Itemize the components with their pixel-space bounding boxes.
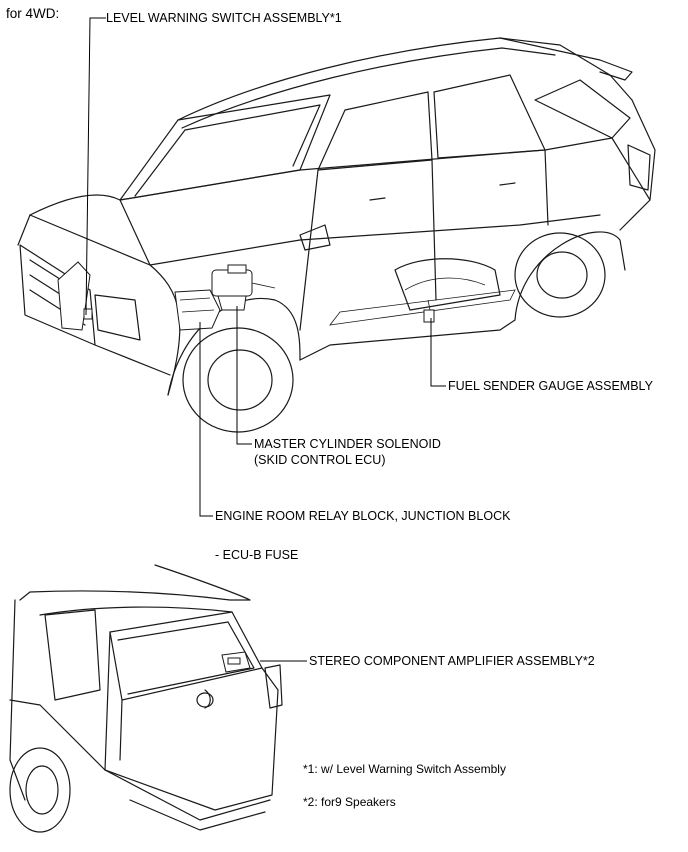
label-master-cylinder-solenoid: MASTER CYLINDER SOLENOID bbox=[254, 437, 441, 451]
footnote-1: *1: w/ Level Warning Switch Assembly bbox=[303, 762, 506, 776]
label-skid-control-ecu: (SKID CONTROL ECU) bbox=[254, 453, 386, 467]
label-stereo-amplifier: STEREO COMPONENT AMPLIFIER ASSEMBLY*2 bbox=[309, 654, 595, 668]
engine-room-relay-block-part bbox=[174, 289, 221, 331]
master-cylinder-part bbox=[211, 264, 276, 311]
label-level-warning-switch: LEVEL WARNING SWITCH ASSEMBLY*1 bbox=[106, 11, 342, 25]
page-title: for 4WD: bbox=[6, 6, 60, 21]
leader-relay-block bbox=[199, 322, 213, 517]
leader-master-cylinder bbox=[236, 306, 252, 445]
footnote-2: *2: for9 Speakers bbox=[303, 795, 396, 809]
leader-level-warning bbox=[85, 17, 106, 316]
suv-front-view bbox=[17, 37, 656, 433]
label-engine-room-relay-block: ENGINE ROOM RELAY BLOCK, JUNCTION BLOCK bbox=[215, 509, 511, 523]
label-fuel-sender-gauge: FUEL SENDER GAUGE ASSEMBLY bbox=[448, 379, 653, 393]
leader-fuel-sender bbox=[430, 318, 446, 387]
suv-rear-view bbox=[9, 564, 283, 833]
label-ecu-b-fuse: - ECU-B FUSE bbox=[215, 548, 299, 562]
fuel-sender-gauge-part bbox=[423, 299, 435, 323]
stereo-amplifier-part bbox=[221, 651, 251, 673]
